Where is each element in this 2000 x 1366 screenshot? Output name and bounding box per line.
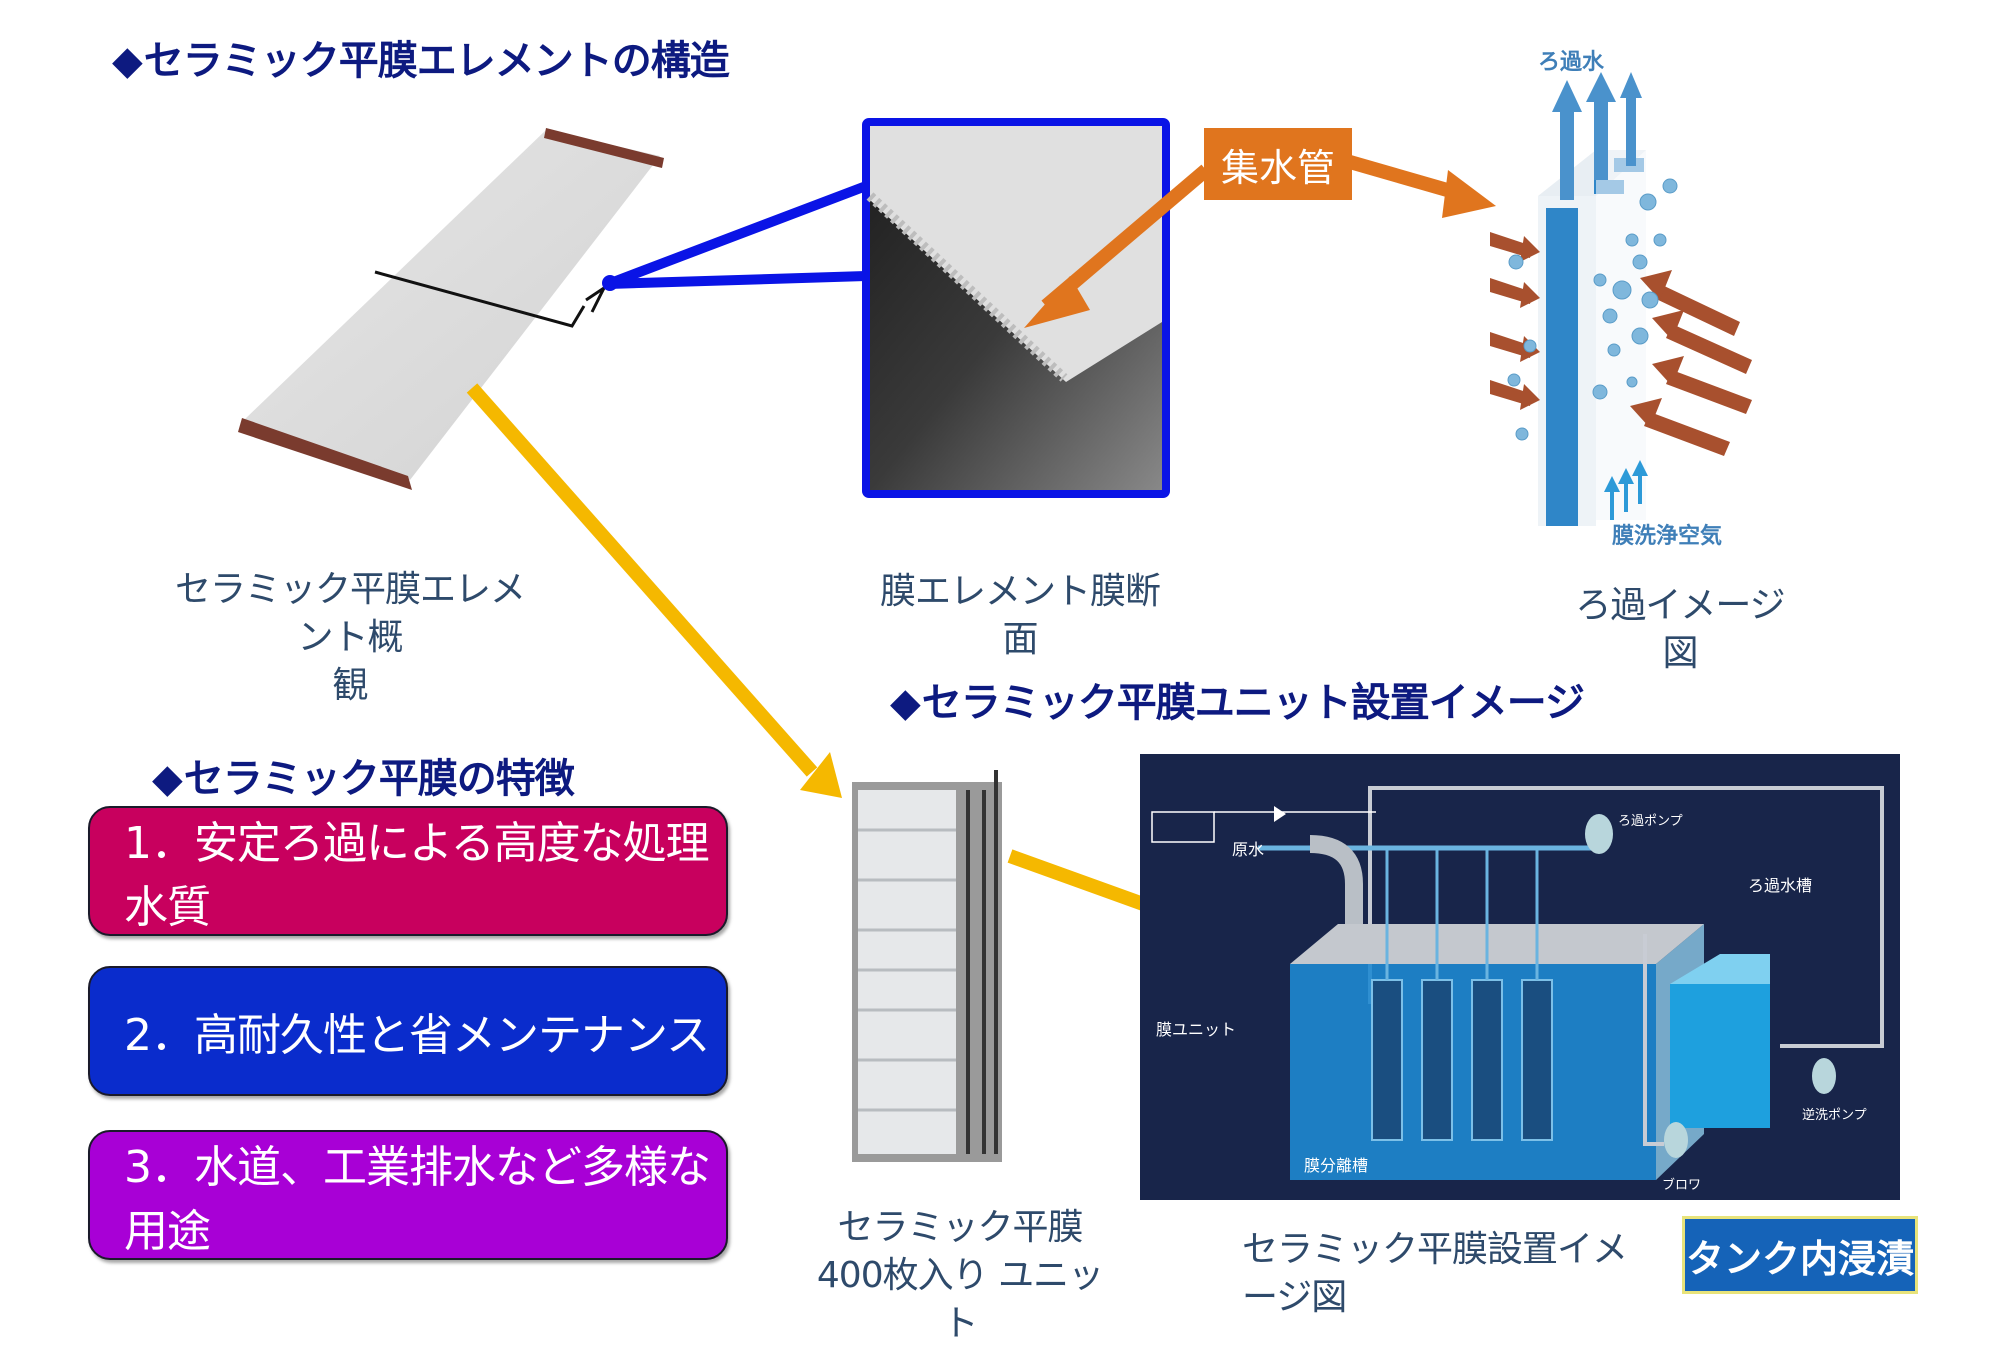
caption-unit-line1: セラミック平膜 <box>837 1207 1083 1248</box>
tank-immersion-badge: タンク内浸漬 <box>1682 1216 1918 1294</box>
top-header-bar <box>544 128 664 168</box>
return-pipe <box>1368 786 1884 1048</box>
diamond-bullet-icon: ◆ <box>112 38 143 84</box>
membrane-unit-label: 膜ユニット <box>1156 1020 1237 1039</box>
backwash-pump-label: 逆洗ポンプ <box>1802 1108 1867 1123</box>
raw-water-arrow-icon <box>1274 806 1286 822</box>
membrane-units <box>1371 979 1553 1141</box>
feature-item-1: 1．安定ろ過による高度な処理水質 <box>88 806 728 936</box>
cross-section-marker <box>374 270 586 328</box>
filtration-illustration <box>1490 72 1752 526</box>
orange-arrowhead-right <box>1442 170 1496 218</box>
collector-pipe-label: 集水管 <box>1204 128 1352 200</box>
diamond-bullet-icon: ◆ <box>152 756 183 802</box>
caption-installation-image: セラミック平膜設置イメージ図 <box>1242 1229 1628 1318</box>
tank-diagram-graphics <box>1151 786 1884 1180</box>
air-bubbles <box>1507 178 1678 441</box>
filtrate-channel <box>1546 208 1578 526</box>
caption-cross-section-line2: 面 <box>1002 619 1038 660</box>
blower-icon <box>1664 1122 1688 1158</box>
bottom-header-bar <box>238 418 412 490</box>
caption-unit-line2: 400枚入り ユニット <box>816 1255 1104 1344</box>
membrane-plate <box>244 130 660 480</box>
orange-connector <box>1024 155 1496 328</box>
cleaning-air-arrows <box>1604 460 1648 520</box>
filtrate-up-arrows <box>1552 72 1642 200</box>
caption-cross-section-line1: 膜エレメント膜断 <box>880 571 1161 612</box>
air-pipe <box>1643 934 1664 1146</box>
blower-label: ブロワ <box>1662 1178 1702 1193</box>
filtered-water-tank-label: ろ過水槽 <box>1748 876 1813 895</box>
membrane-unit-illustration <box>852 770 1002 1162</box>
heading-structure-text: セラミック平膜エレメントの構造 <box>143 38 730 84</box>
filtration-pump-icon <box>1585 814 1613 854</box>
caption-element-overview-line2: 観 <box>332 665 368 706</box>
heading-installation: ◆セラミック平膜ユニット設置イメージ <box>890 670 1585 728</box>
feature-item-2: 2．高耐久性と省メンテナンス <box>88 966 728 1096</box>
caption-filtration-image: ろ過イメージ図 <box>1575 585 1785 674</box>
cleaning-air-label: 膜洗浄空気 <box>1612 524 1723 549</box>
caption-membrane-unit: セラミック平膜 400枚入り ユニット <box>800 1204 1120 1348</box>
filtration-pump-label: ろ過ポンプ <box>1618 814 1683 829</box>
orange-arrowhead-left <box>1024 276 1090 328</box>
cross-section-image <box>862 118 1170 498</box>
heading-features: ◆セラミック平膜の特徴 <box>152 746 575 804</box>
heading-installation-text: セラミック平膜ユニット設置イメージ <box>921 680 1585 726</box>
blue-connector <box>602 181 871 291</box>
caption-cross-section: 膜エレメント膜断 面 <box>880 568 1161 664</box>
filtered-water-tank <box>1670 984 1770 1128</box>
caption-element-overview-line1: セラミック平膜エレメント概 <box>174 569 526 658</box>
feature-item-3: 3．水道、工業排水など多様な用途 <box>88 1130 728 1260</box>
separation-tank-label: 膜分離槽 <box>1304 1156 1369 1175</box>
heading-structure: ◆セラミック平膜エレメントの構造 <box>112 28 730 86</box>
backwash-pump-icon <box>1812 1058 1836 1094</box>
raw-water-pipe <box>1309 835 1363 964</box>
diamond-bullet-icon: ◆ <box>890 680 921 726</box>
caption-element-overview: セラミック平膜エレメント概 観 <box>160 566 540 710</box>
raw-water-label: 原水 <box>1232 840 1265 859</box>
filtered-water-label: ろ過水 <box>1538 50 1605 75</box>
heading-features-text: セラミック平膜の特徴 <box>183 756 575 802</box>
membrane-element-illustration <box>238 128 664 490</box>
inflow-arrows <box>1490 232 1752 456</box>
yellow-arrowhead-1 <box>800 752 842 798</box>
tank-installation-diagram: 原水 ろ過ポンプ ろ過水槽 膜ユニット 膜分離槽 ブロワ 逆洗ポンプ <box>1140 754 1900 1200</box>
marker-arrowhead <box>585 283 608 313</box>
